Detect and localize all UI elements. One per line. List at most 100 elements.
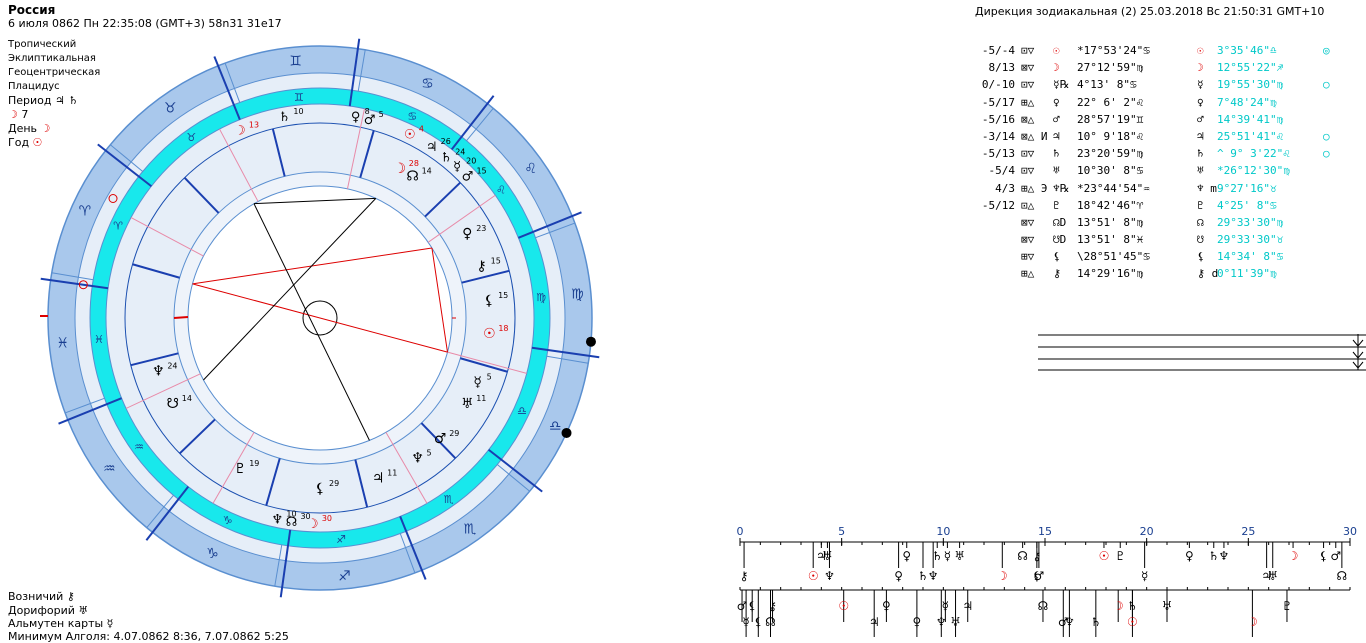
settings-coords: Эклиптикальная (8, 53, 96, 64)
retro-marker (78, 280, 88, 290)
outer-planet-degree: 10 (293, 107, 303, 116)
planet-degree: 5 (487, 373, 492, 382)
planet-glyph: ☊ (406, 168, 418, 184)
aspect-cell-ang: -5/16 (981, 112, 1015, 126)
sign-divider-inner (78, 276, 94, 281)
outer-planet-glyph: ☉ (404, 128, 416, 143)
outer-planet-degree: 30 (300, 512, 310, 521)
aspect-cell-pos: \28°51'45"♋ (1077, 250, 1150, 264)
scale-row1-top-glyph: ♅ (954, 549, 965, 563)
aspect-cell-pos: *23°44'54"♒ (1077, 181, 1150, 195)
aspect-cell-dpl: ♃ (1197, 129, 1204, 143)
scale-row1-top-glyph: ☉ (1099, 549, 1110, 563)
aspect-cell-pos: 28°57'19"♊ (1077, 112, 1144, 126)
aspect-line (253, 203, 370, 441)
scale-row2-top-glyph: ⚸ (748, 599, 757, 613)
aspect-cell-dpos: *26°12'30"♍ (1217, 164, 1290, 178)
outer-planet-glyph: ☽ (234, 123, 246, 138)
scale-row2-top-glyph: ♅ (1162, 599, 1173, 613)
aspect-cell-pl: ♄ (1053, 147, 1060, 161)
scale-row1-top-glyph: ⚸ (1319, 549, 1328, 563)
scale-row2-bottom-glyph: ♂ (1058, 615, 1069, 629)
scale-row1-bottom-glyph: ♆ (928, 569, 939, 583)
settings-houses: Плацидус (8, 81, 60, 92)
scale-row2-bottom-glyph: ♀ (913, 615, 922, 629)
sign-glyph: ♍ (571, 287, 584, 303)
aspect-cell-ang: 4/3 (995, 181, 1015, 195)
aspect-cell-pl: ☋D (1053, 233, 1067, 247)
pink-spoke (219, 128, 259, 202)
natal-chart-wheel: ♈♈♉♉♊♊♋♋♌♌♍♍♎♎♏♏♐♐♑♑♒♒♓♓☉18☽28☊14♀23⚷15⚸… (40, 38, 600, 598)
sign-divider (561, 358, 589, 364)
pink-spoke (427, 194, 496, 243)
planet-degree: 18 (498, 324, 508, 333)
pink-spoke (212, 432, 255, 504)
sign-glyph-inner: ♌ (496, 183, 506, 196)
planet-glyph: ♅ (461, 396, 474, 412)
scale-row1-bottom-glyph: ☊ (1337, 569, 1348, 583)
outer-planet-degree: 15 (476, 167, 486, 176)
scale-row1-top-glyph: ♆ (1219, 549, 1230, 563)
aspect-cell-ang: -3/14 (981, 129, 1015, 143)
sign-divider (146, 506, 165, 528)
aspect-cell-g: ⊠△ И (1021, 129, 1048, 143)
outer-planet-glyph: ♄ (440, 150, 452, 165)
aspect-cell-pl: ♂ (1053, 112, 1060, 126)
moon-row: ☽ 7 (8, 108, 29, 121)
scale-row2-bottom-glyph: ♆ (1064, 615, 1075, 629)
sign-divider-inner (496, 464, 510, 475)
sign-glyph: ♏ (464, 522, 477, 538)
sign-glyph: ♓ (56, 335, 69, 351)
aspect-cell-pos: 10° 9'18"♌ (1077, 129, 1144, 143)
scale-tick-label: 10 (936, 525, 950, 538)
planet-glyph: ♇ (234, 461, 247, 477)
sign-glyph-inner: ♉ (186, 131, 196, 144)
aspect-cell-g: ⊞△ (1021, 95, 1035, 109)
sign-divider-inner (90, 397, 105, 404)
outer-planet-degree: 30 (322, 514, 332, 523)
scale-tick-label: 25 (1241, 525, 1255, 538)
settings-center: Геоцентрическая (8, 67, 101, 78)
aspect-cell-dpos: 12°55'22"♐ (1217, 61, 1284, 75)
planet-degree: 11 (476, 394, 486, 403)
house-cusp (132, 263, 180, 279)
scale-row1-top-glyph: ♂ (1330, 549, 1341, 563)
aspect-cell-flag: ◎ (1323, 44, 1330, 57)
scale-row1-bottom-glyph: ♃ (1261, 569, 1272, 583)
aspect-cell-pl: ♀ (1053, 95, 1060, 109)
aspect-cell-pl: ♃ (1053, 129, 1060, 143)
sign-divider (508, 473, 530, 492)
outer-planet-glyph: ☊ (286, 515, 298, 530)
outer-planet-glyph: ♂ (364, 113, 376, 128)
aspect-cell-dpl: ♅ (1197, 164, 1204, 178)
aspect-cell-dpl: ☋ (1197, 233, 1204, 247)
sign-glyph-inner: ♐ (336, 533, 346, 546)
house-cusp (183, 177, 220, 214)
scale-tick-label: 5 (838, 525, 845, 538)
algol-minimum: Минимум Алголя: 4.07.0862 8:36, 7.07.086… (8, 630, 289, 643)
scale-tick-label: 0 (737, 525, 744, 538)
aspect-cell-g: ⊡▽ (1021, 164, 1035, 178)
aspect-cell-ang: -5/-4 (981, 44, 1015, 57)
aspect-cell-pl: ☽ (1053, 61, 1060, 75)
sign-glyph-inner: ♎ (517, 404, 527, 417)
sign-glyph: ♌ (524, 161, 537, 177)
planet-glyph: ♀ (462, 226, 472, 242)
house-cusp (179, 418, 216, 455)
aspect-cell-dpl: ☊ (1197, 215, 1204, 229)
scale-tick-label: 30 (1343, 525, 1357, 538)
scale-tick-label: 20 (1140, 525, 1154, 538)
aspect-cell-g: ⊠▽ (1021, 233, 1035, 247)
scale-row2-bottom-glyph: ♄ (1090, 615, 1101, 629)
planet-glyph: ♂ (434, 431, 447, 447)
aspect-cell-ang: 8/13 (988, 61, 1016, 75)
scale-row2-top-glyph: ♇ (1282, 599, 1293, 613)
aspect-cell-dpl: ♀ (1197, 95, 1204, 109)
outer-planet-glyph: ☿ (453, 160, 461, 175)
sign-glyph: ♒ (103, 461, 116, 477)
outer-cusp (518, 211, 582, 239)
aspect-cell-pos: 10°30' 8"♋ (1077, 164, 1144, 178)
planet-degree: 24 (167, 362, 177, 371)
aspect-cell-dpl: ♂ (1197, 112, 1204, 126)
direction-label: Дирекция зодиакальная (2) 25.03.2018 Вс … (975, 5, 1325, 18)
